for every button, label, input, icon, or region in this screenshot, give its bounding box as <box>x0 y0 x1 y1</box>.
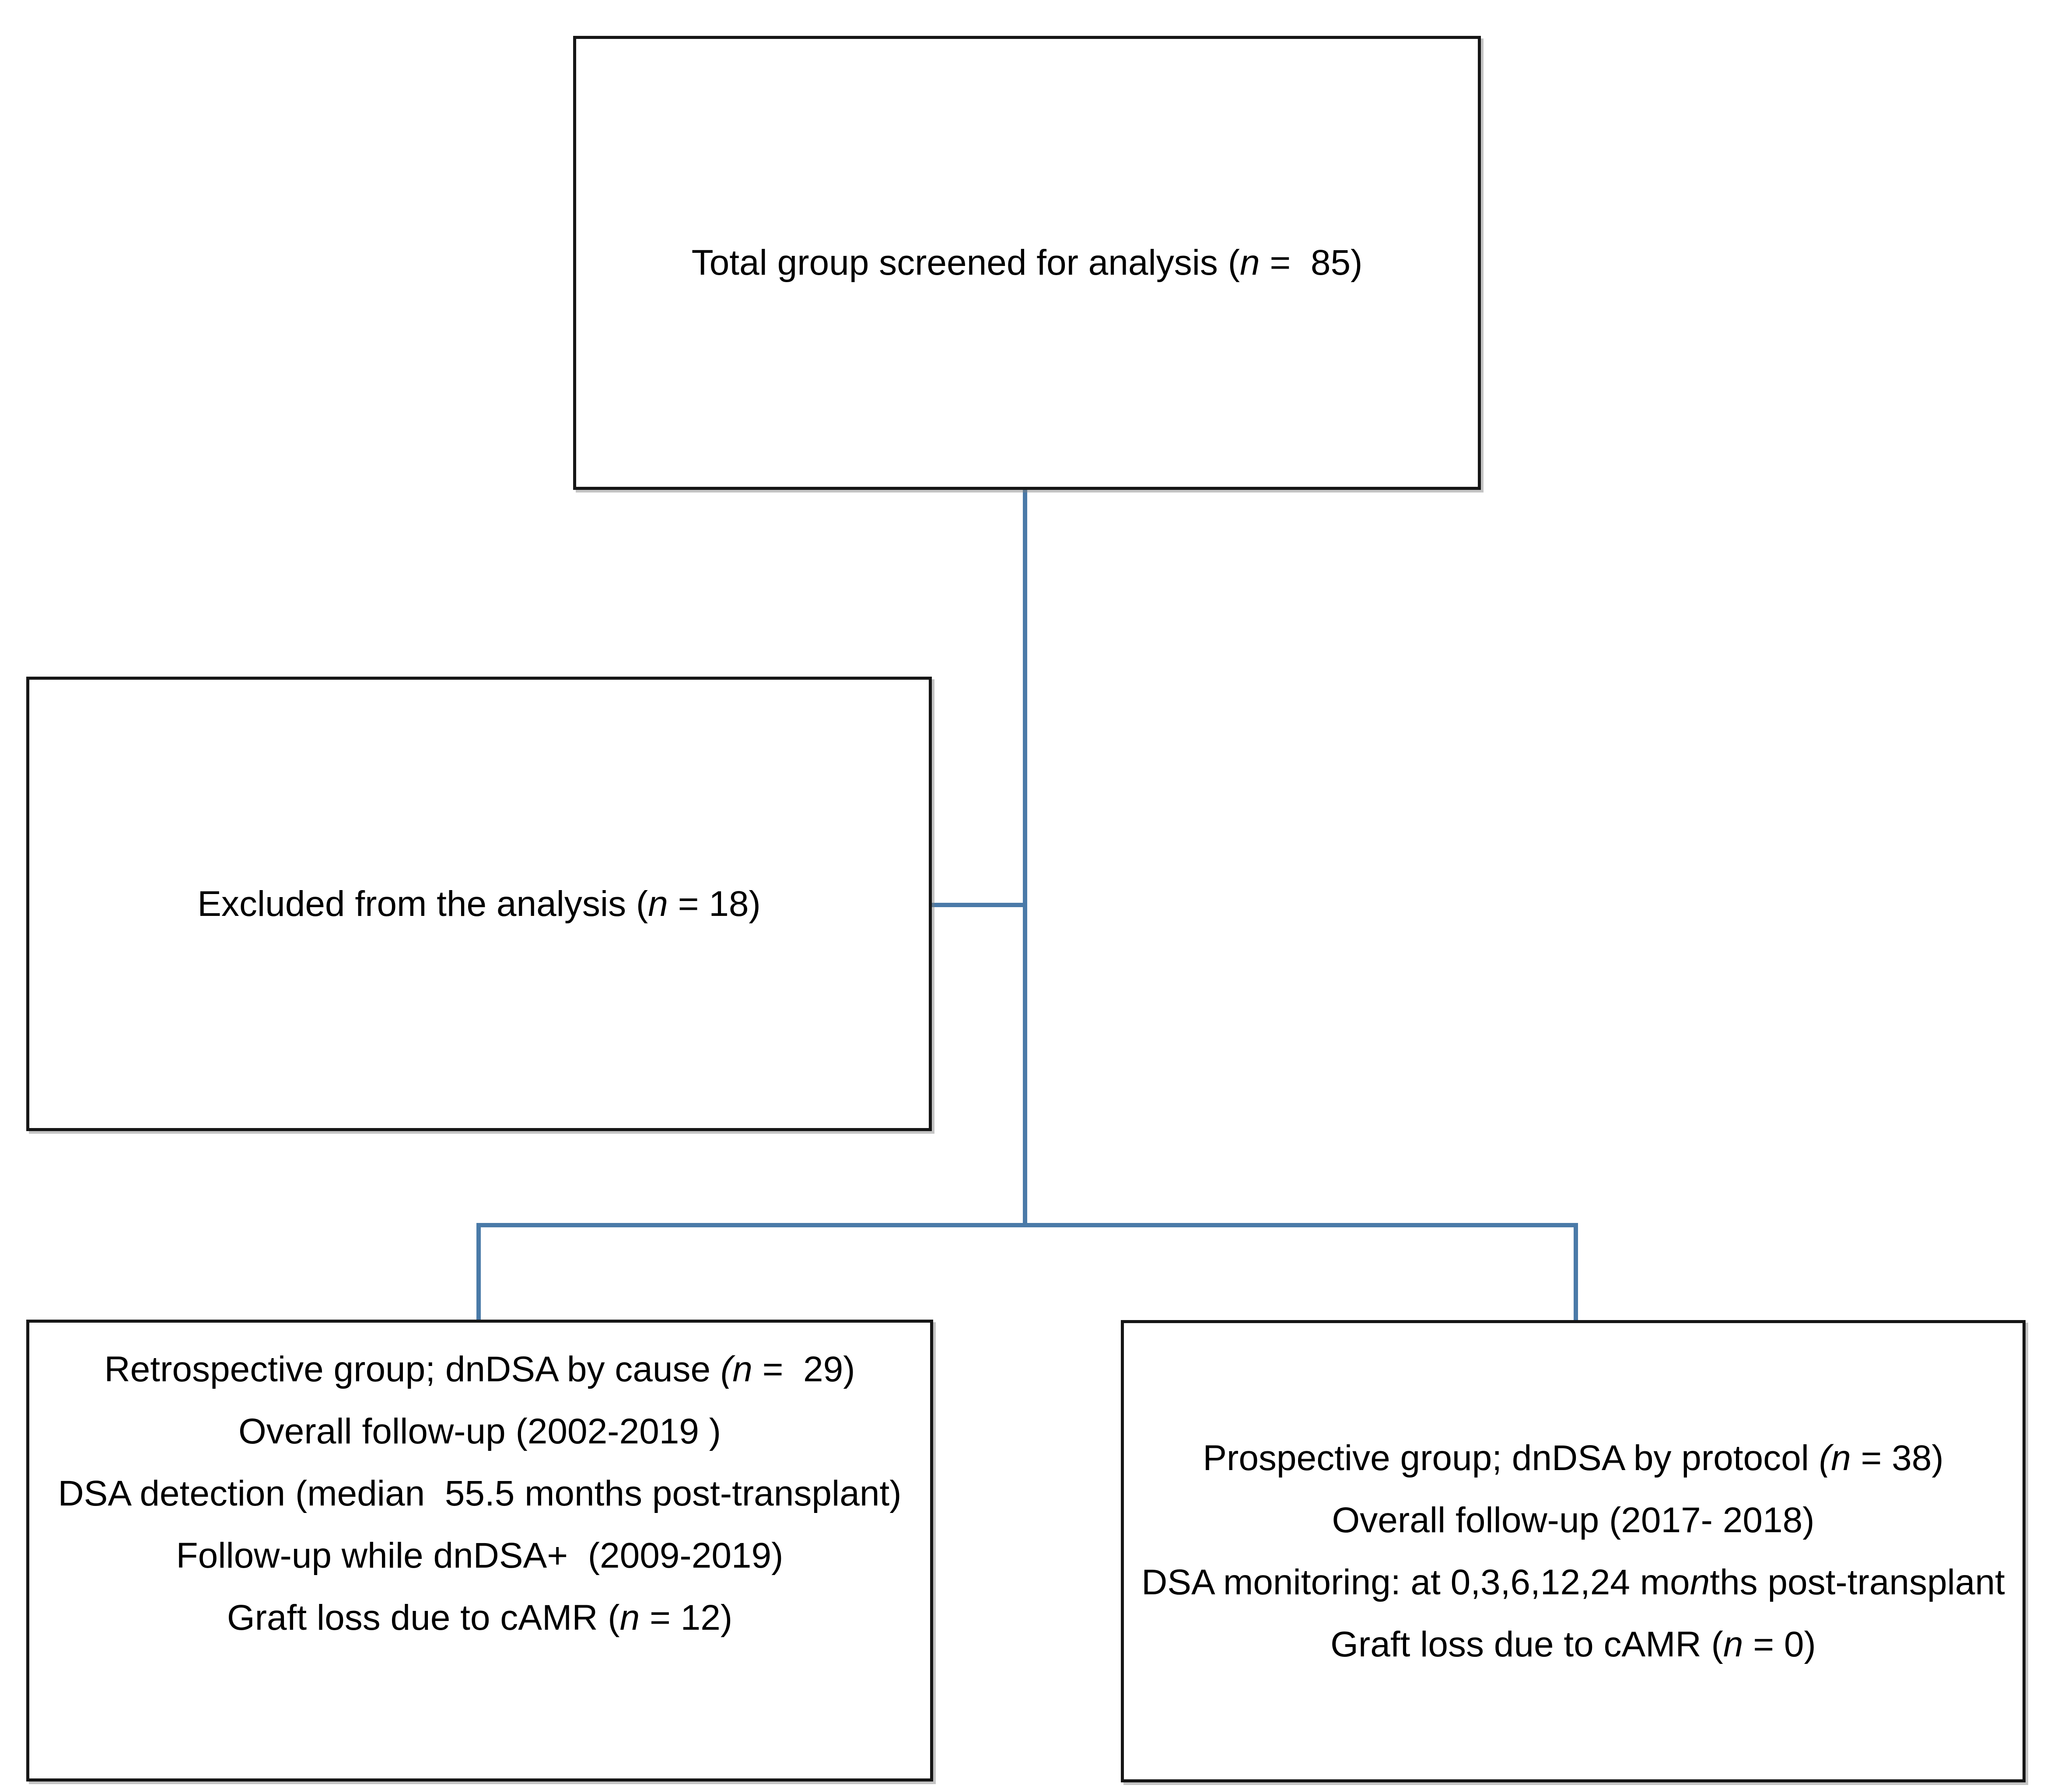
connector-retrospective-vertical <box>476 1225 481 1321</box>
box-excluded: Excluded from the analysis (n = 18) <box>26 677 932 1131</box>
text-segment: = 85) <box>1260 243 1363 283</box>
italic-segment: n <box>1723 1624 1743 1664</box>
box-prospective-group: Prospective group; dnDSA by protocol (n … <box>1121 1320 2026 1782</box>
text-segment: = 0) <box>1743 1624 1816 1664</box>
connector-split-horizontal <box>476 1223 1578 1227</box>
box-line: Graft loss due to cAMR (n = 12) <box>227 1587 732 1649</box>
box-total-screened: Total group screened for analysis (n = 8… <box>573 36 1481 490</box>
connector-prospective-vertical <box>1574 1225 1578 1322</box>
box-line: Graft loss due to cAMR (n = 0) <box>1330 1614 1816 1676</box>
connector-excluded-horizontal <box>930 903 1027 907</box>
box-line: Excluded from the analysis (n = 18) <box>197 873 761 935</box>
italic-segment: n <box>1240 243 1260 283</box>
italic-segment: (n <box>1819 1438 1851 1478</box>
box-line: Retrospective group; dnDSA by cause (n =… <box>104 1338 855 1401</box>
text-segment: Excluded from the analysis ( <box>197 884 648 924</box>
text-segment: = 29) <box>752 1349 855 1389</box>
box-line: DSA detection (median 55.5 months post-t… <box>58 1463 901 1525</box>
box-line: Prospective group; dnDSA by protocol (n … <box>1203 1427 1943 1489</box>
text-segment: = 12) <box>640 1598 733 1638</box>
text-segment: Graft loss due to cAMR ( <box>1330 1624 1723 1664</box>
text-segment: DSA detection (median 55.5 months post-t… <box>58 1474 902 1513</box>
italic-segment: n <box>648 884 668 924</box>
box-line: Overall follow-up (2017- 2018) <box>1332 1489 1815 1551</box>
box-line: DSA monitoring: at 0,3,6,12,24 months po… <box>1141 1551 2005 1614</box>
italic-segment: n <box>1690 1562 1710 1602</box>
text-segment: Retrospective group; dnDSA by cause <box>104 1349 721 1389</box>
text-segment: = 38) <box>1851 1438 1944 1478</box>
box-line: Total group screened for analysis (n = 8… <box>692 232 1363 294</box>
text-segment: DSA monitoring: at 0,3,6,12,24 mo <box>1141 1562 1690 1602</box>
connector-total-to-split-vertical <box>1023 488 1027 1227</box>
text-segment: ths post-transplant <box>1710 1562 2005 1602</box>
box-retrospective-group: Retrospective group; dnDSA by cause (n =… <box>26 1320 933 1782</box>
box-line: Follow-up while dnDSA+ (2009-2019) <box>176 1525 784 1587</box>
text-segment: Total group screened for analysis ( <box>691 243 1240 283</box>
italic-segment: n <box>619 1598 640 1638</box>
text-segment: Overall follow-up (2017- 2018) <box>1332 1500 1815 1540</box>
text-segment: Prospective group; dnDSA by protocol <box>1203 1438 1819 1478</box>
italic-segment: (n <box>720 1349 752 1389</box>
box-line: Overall follow-up (2002-2019 ) <box>238 1401 721 1463</box>
text-segment: Graft loss due to cAMR ( <box>227 1598 620 1638</box>
text-segment: Follow-up while dnDSA+ (2009-2019) <box>176 1536 784 1575</box>
text-segment: Overall follow-up (2002-2019 ) <box>238 1411 721 1451</box>
text-segment: = 18) <box>668 884 761 924</box>
